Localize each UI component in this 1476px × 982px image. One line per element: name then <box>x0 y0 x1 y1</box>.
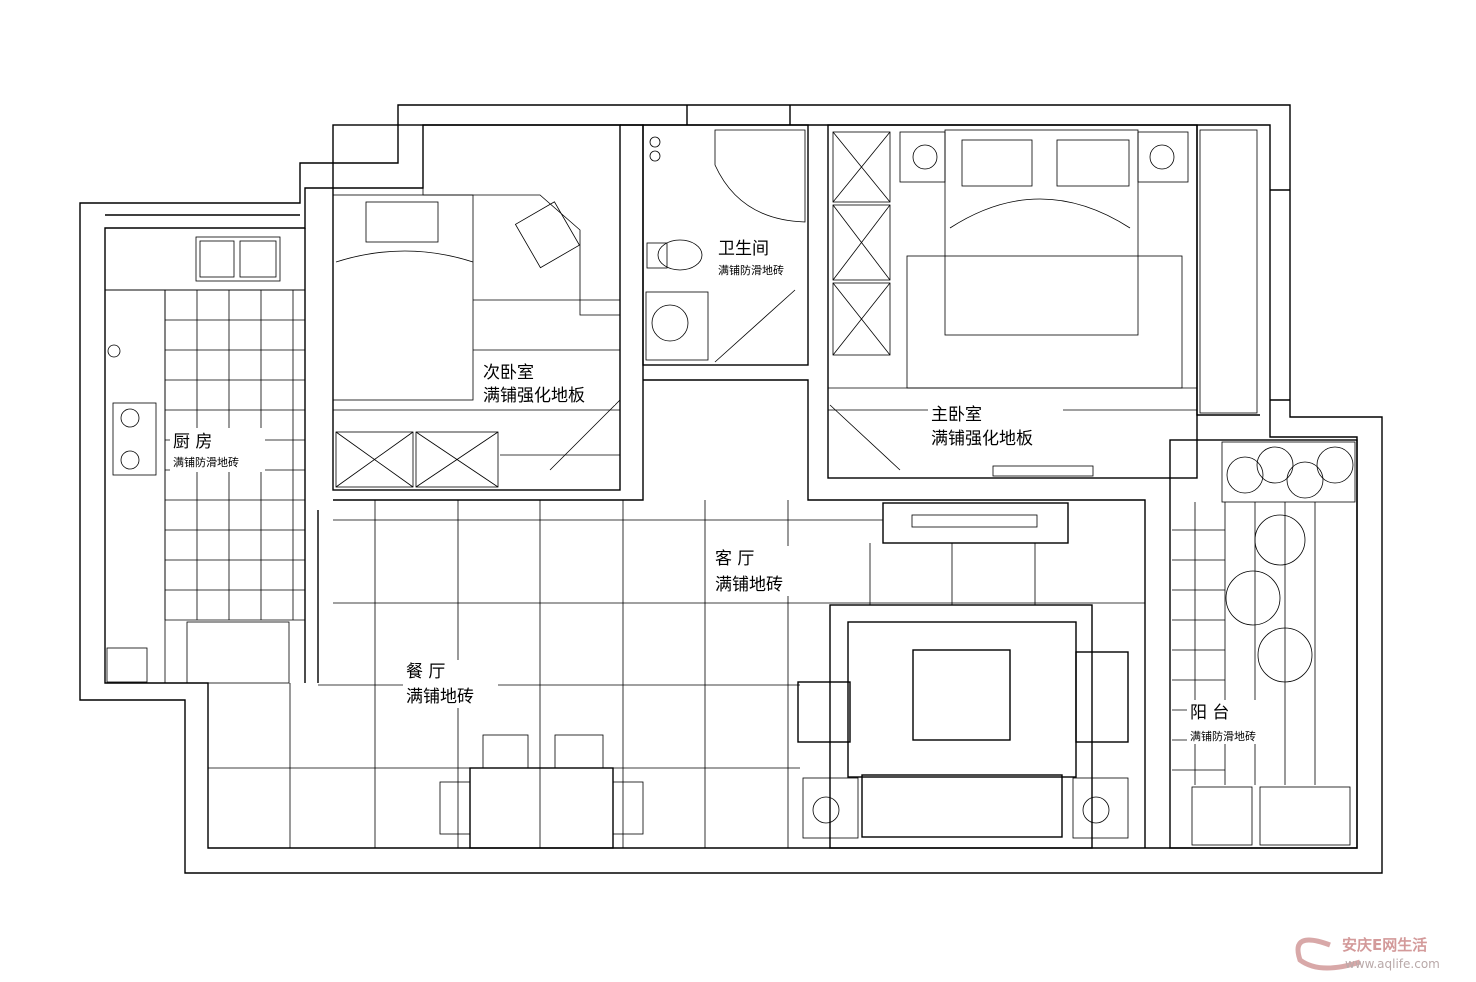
balcony-label: 阳 台 <box>1190 703 1229 723</box>
watermark-logo: 安庆E网生活 www.aqlife.com <box>1295 936 1440 971</box>
master-bedroom-label: 主卧室 <box>931 405 982 425</box>
balcony-strip <box>1199 129 1258 414</box>
sofa-icon <box>861 774 1063 838</box>
dining-room-label: 餐 厅 <box>406 662 445 682</box>
coffee-table-icon <box>912 649 1011 741</box>
room-labels: 厨 房 满铺防滑地砖 次卧室 满铺强化地板 卫生间 满铺防滑地砖 主卧室 满铺强… <box>170 236 1282 744</box>
balcony-floor: 满铺防滑地砖 <box>1190 729 1256 743</box>
double-bed-icon <box>944 129 1139 336</box>
living-room-label: 客 厅 <box>715 549 754 569</box>
kitchen-label: 厨 房 <box>173 432 212 452</box>
living-furniture <box>439 502 1129 849</box>
sink-icon <box>195 236 281 282</box>
interior-walls <box>304 124 1358 849</box>
second-bedroom <box>332 125 621 488</box>
dining-room-floor: 满铺地砖 <box>406 687 474 707</box>
outer-walls <box>79 104 1383 874</box>
shower-icon <box>714 129 806 223</box>
bed-icon <box>332 194 474 401</box>
master-bedroom-floor: 满铺强化地板 <box>931 429 1033 449</box>
bathroom <box>645 129 806 363</box>
kitchen-floor: 满铺防滑地砖 <box>173 455 239 469</box>
living-room-floor: 满铺地砖 <box>715 575 783 595</box>
washbasin-icon <box>645 291 709 361</box>
toilet-icon <box>657 239 703 271</box>
tv-cabinet-icon <box>882 502 1069 544</box>
watermark-brand: 安庆E网生活 <box>1342 936 1427 954</box>
second-bedroom-label: 次卧室 <box>483 363 534 383</box>
dining-table-icon <box>469 767 614 849</box>
watermark-url: www.aqlife.com <box>1345 957 1440 971</box>
balcony-furniture <box>1191 441 1356 846</box>
second-bedroom-floor: 满铺强化地板 <box>483 386 585 406</box>
chair-icon <box>514 201 580 269</box>
rug-icon <box>847 621 1077 778</box>
stove-icon <box>112 402 157 476</box>
bathroom-label: 卫生间 <box>718 239 769 259</box>
bathroom-floor: 满铺防滑地砖 <box>718 263 784 277</box>
